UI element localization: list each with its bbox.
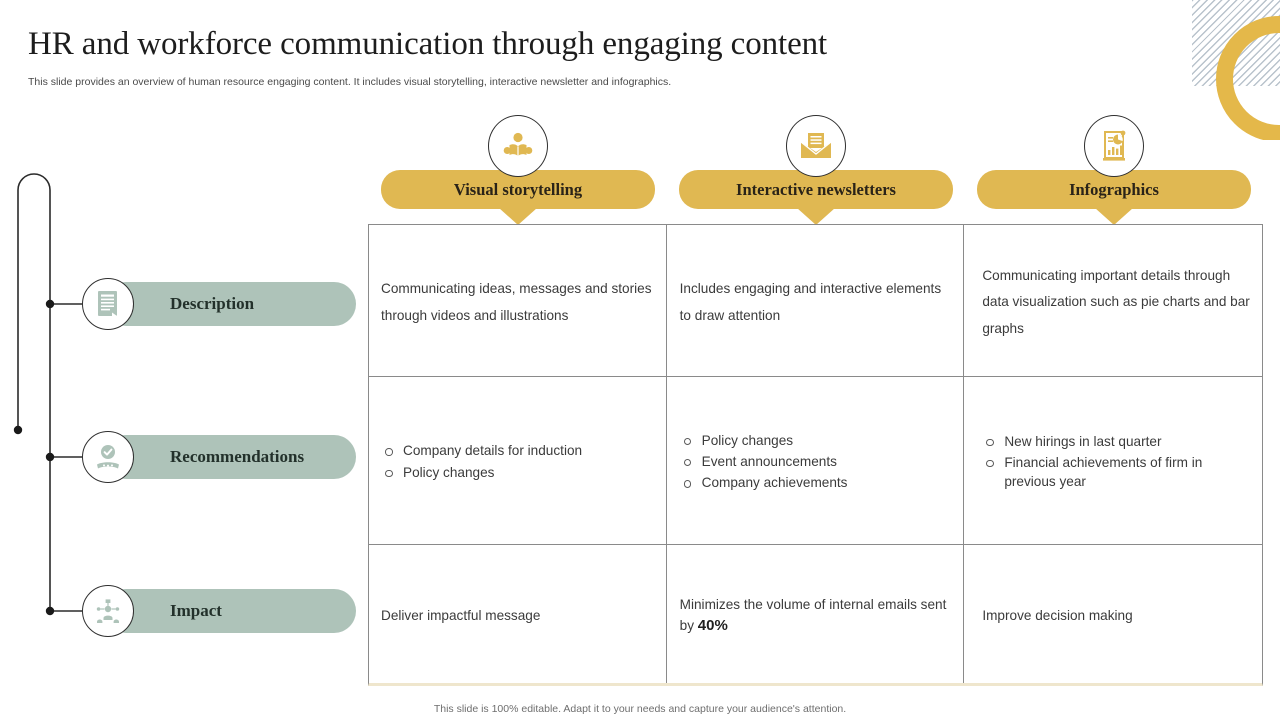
column-header-visual-storytelling[interactable]: Visual storytelling [381, 115, 655, 225]
cell-text: Improve decision making [982, 607, 1133, 623]
content-grid-table: Communicating ideas, messages and storie… [368, 224, 1263, 686]
person-reading-book-icon [488, 115, 548, 177]
check-badge-icon [82, 431, 134, 483]
left-connector-rail [0, 160, 360, 660]
list-item: Event announcements [680, 452, 952, 471]
cell-text: Communicating ideas, messages and storie… [381, 281, 652, 323]
cell-text-with-stat: Minimizes the volume of internal emails … [680, 595, 952, 636]
document-lines-icon [82, 278, 134, 330]
column-arrow-decor [1095, 208, 1133, 225]
cell-text: Includes engaging and interactive elemen… [679, 281, 942, 323]
impact-stat-value: 40% [697, 616, 728, 634]
footer-note: This slide is 100% editable. Adapt it to… [433, 703, 847, 715]
chart-report-icon [1084, 115, 1144, 177]
row-label-recommendations[interactable]: Recommendations [82, 431, 356, 483]
page-title: HR and workforce communication through e… [28, 26, 828, 62]
cell-text-prefix: Minimizes the volume of internal emails … [679, 597, 947, 633]
cell-impact-visual-storytelling: Deliver impactful message [369, 545, 667, 683]
column-header-label: Interactive newsletters [679, 170, 953, 209]
row-label-impact[interactable]: Impact [82, 585, 356, 637]
column-header-infographics[interactable]: Infographics [977, 115, 1251, 225]
hatch-pattern-decor [1192, 0, 1280, 86]
network-people-icon [82, 585, 134, 637]
list-item: New hirings in last quarter [982, 432, 1250, 451]
cell-description-interactive-newsletters: Includes engaging and interactive elemen… [666, 225, 965, 377]
list-item: Policy changes [381, 463, 654, 482]
corner-decoration [1170, 0, 1280, 140]
cell-description-visual-storytelling: Communicating ideas, messages and storie… [369, 225, 667, 377]
column-arrow-decor [499, 208, 537, 225]
cell-text: Communicating important details through … [982, 267, 1250, 336]
open-envelope-icon [786, 115, 846, 177]
gold-ring-decor [1216, 16, 1280, 140]
cell-description-infographics: Communicating important details through … [964, 225, 1262, 377]
column-arrow-decor [797, 208, 835, 225]
row-label-description[interactable]: Description [82, 278, 356, 330]
list-item: Company details for induction [381, 441, 654, 460]
cell-impact-interactive-newsletters: Minimizes the volume of internal emails … [667, 545, 965, 683]
list-item: Financial achievements of firm in previo… [982, 453, 1250, 492]
list-item: Company achievements [680, 473, 952, 492]
column-header-interactive-newsletters[interactable]: Interactive newsletters [679, 115, 953, 225]
row-label-text: Impact [104, 589, 356, 633]
cell-impact-infographics: Improve decision making [964, 545, 1262, 683]
row-label-text: Description [104, 282, 356, 326]
row-label-text: Recommendations [104, 435, 356, 479]
page-subtitle: This slide provides an overview of human… [28, 76, 672, 88]
cell-text: Deliver impactful message [381, 607, 541, 623]
list-item: Policy changes [680, 431, 952, 450]
column-header-label: Infographics [977, 170, 1251, 209]
